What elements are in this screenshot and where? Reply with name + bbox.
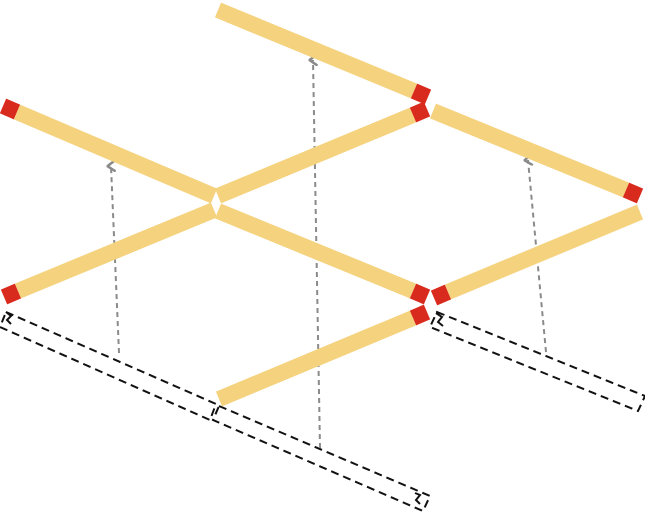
ghost-match-head-line [5,311,13,325]
match-head [410,83,432,105]
matches-layer [0,2,644,407]
match-head [0,98,21,120]
match-upper-middle-right [214,101,431,204]
match-head [0,283,22,305]
ghost-match-outline [211,404,432,512]
match-head [430,284,452,306]
match-stick [214,203,417,299]
match-stick [429,103,630,198]
ghost-match-left [0,310,218,422]
ghost-match-head-line [414,492,422,505]
ghost-match-outline [428,310,645,413]
match-middle-center [214,203,431,305]
match-stick [444,204,644,300]
match-stick [214,107,417,204]
ghost-match-right [428,310,645,413]
match-head [409,283,431,305]
up-arrow-icon [313,60,321,449]
ghost-match-center [211,404,432,512]
match-stick [214,2,418,99]
match-stick [13,104,218,204]
match-middle-left [0,202,218,305]
match-top-right-upper [214,2,432,105]
match-head [622,182,644,204]
ghost-match-head-line [435,312,444,327]
ghost-match-outline [0,310,218,422]
match-upper-far-right [429,103,644,204]
match-right-lower [430,204,644,306]
match-stick [215,310,417,407]
match-upper-left [0,98,218,204]
ghost-matches-layer [0,310,645,512]
match-head [409,101,431,123]
match-bottom-center [215,304,431,407]
match-stick [14,202,218,299]
match-head [409,304,431,326]
